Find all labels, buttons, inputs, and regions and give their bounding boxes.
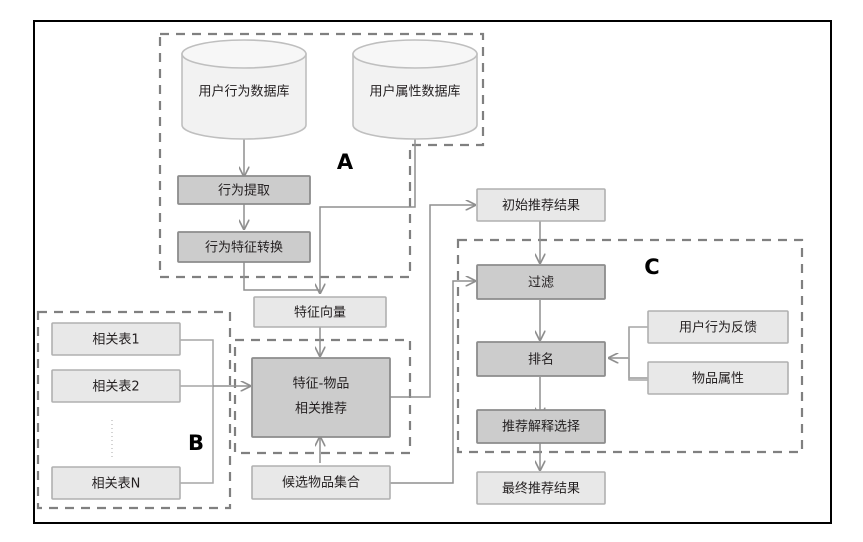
node-feature-item-recommend-label-line1: 特征-物品 (293, 377, 350, 392)
node-db-user-attribute-label: 用户属性数据库 (369, 84, 460, 100)
outer-frame (33, 20, 832, 524)
node-relation-table-n-label: 相关表N (92, 477, 141, 492)
node-ranking-label: 排名 (528, 352, 554, 368)
node-relation-table-1[interactable]: 相关表1 (51, 322, 181, 356)
node-candidate-item-set-label: 候选物品集合 (282, 475, 360, 491)
edge-recommend-to-initial-result (390, 205, 475, 398)
node-initial-result-label: 初始推荐结果 (502, 199, 580, 214)
node-behavior-extract[interactable]: 行为提取 (177, 175, 311, 205)
node-relation-table-n[interactable]: 相关表N (51, 466, 181, 500)
node-filter-label: 过滤 (528, 276, 554, 291)
node-feature-item-recommend[interactable]: 特征-物品 相关推荐 (251, 357, 391, 438)
node-item-attribute[interactable]: 物品属性 (647, 361, 789, 395)
group-a-boundary (158, 32, 485, 279)
node-behavior-extract-label: 行为提取 (218, 183, 270, 199)
node-user-behavior-feedback[interactable]: 用户行为反馈 (647, 310, 789, 344)
node-initial-result[interactable]: 初始推荐结果 (476, 188, 606, 222)
edge-item-attribute-bus (628, 358, 648, 381)
node-behavior-feature-transform[interactable]: 行为特征转换 (177, 231, 311, 263)
node-filter[interactable]: 过滤 (476, 264, 606, 300)
node-feature-vector[interactable]: 特征向量 (253, 296, 387, 328)
edge-relation-table-1-bus (180, 339, 214, 386)
group-label-a: A (337, 150, 354, 174)
node-candidate-item-set[interactable]: 候选物品集合 (251, 465, 391, 500)
node-db-user-behavior-label: 用户行为数据库 (198, 84, 289, 100)
edge-relation-table-n-bus (180, 386, 214, 484)
node-item-attribute-label: 物品属性 (692, 372, 744, 387)
group-label-c: C (644, 255, 659, 279)
node-user-behavior-feedback-label: 用户行为反馈 (679, 320, 757, 336)
node-final-result[interactable]: 最终推荐结果 (476, 471, 606, 505)
node-relation-table-2[interactable]: 相关表2 (51, 369, 181, 403)
edge-db-attribute-to-feature-vector (320, 139, 416, 293)
group-b-boundary (36, 310, 232, 510)
node-relation-table-2-label: 相关表2 (92, 380, 139, 395)
node-relation-table-1-label: 相关表1 (92, 333, 139, 348)
edge-transform-to-feature-vector (243, 261, 320, 291)
node-final-result-label: 最终推荐结果 (502, 481, 580, 497)
node-db-user-behavior[interactable]: 用户行为数据库 (181, 39, 307, 140)
group-label-b: B (188, 431, 204, 455)
group-c-boundary (456, 238, 804, 454)
node-feature-item-recommend-label-line2: 相关推荐 (295, 402, 347, 417)
node-explanation-select[interactable]: 推荐解释选择 (476, 409, 606, 444)
edge-candidate-to-filter (390, 281, 475, 484)
node-explanation-select-label: 推荐解释选择 (502, 420, 580, 435)
node-behavior-feature-transform-label: 行为特征转换 (205, 241, 283, 256)
node-db-user-attribute[interactable]: 用户属性数据库 (352, 39, 478, 140)
edge-feedback-bus-upper (628, 326, 648, 378)
node-feature-vector-label: 特征向量 (294, 305, 346, 321)
node-ranking[interactable]: 排名 (476, 341, 606, 377)
